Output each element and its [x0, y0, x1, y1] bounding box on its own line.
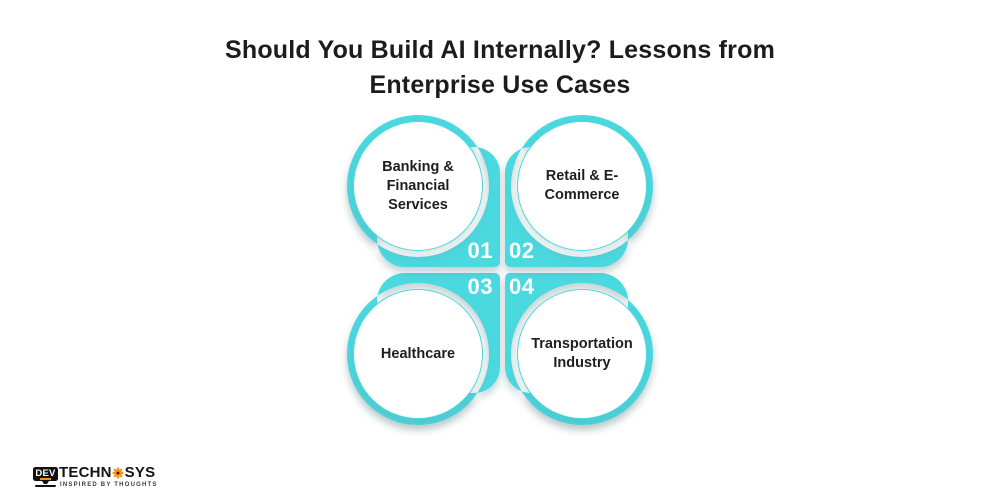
logo-tagline: INSPIRED BY THOUGHTS	[60, 481, 158, 488]
quadrant-number-03: 03	[467, 274, 493, 299]
logo-sys-text: SYS	[124, 464, 156, 481]
brand-logo: DEV TECHN SYS INSPIRED BY THOUGHTS	[33, 465, 156, 489]
circle-label: Banking & Financial Services	[382, 158, 454, 213]
circle-healthcare: Healthcare	[353, 289, 483, 419]
logo-wordmark: TECHN SYS	[59, 464, 156, 481]
circle-transportation-industry: Transportation Industry	[517, 289, 647, 419]
logo-dev-underline	[40, 478, 51, 480]
quadrant-number-01: 01	[467, 238, 493, 263]
gear-icon	[112, 467, 124, 479]
page-title: Should You Build AI Internally? Lessons …	[224, 36, 776, 99]
circle-label: Healthcare	[380, 345, 456, 362]
monitor-base	[35, 484, 56, 487]
logo-techn-text: TECHN	[59, 464, 112, 481]
quadrant-number-02: 02	[509, 238, 535, 263]
circle-banking-financial-services: Banking & Financial Services	[353, 121, 483, 251]
circle-label: Retail & E- Commerce	[544, 168, 620, 203]
quadrant-number-04: 04	[509, 274, 535, 299]
monitor-stand	[42, 481, 49, 484]
logo-dev-text: DEV	[35, 467, 56, 479]
circle-label: Transportation Industry	[531, 336, 633, 371]
circle-retail-ecommerce: Retail & E- Commerce	[517, 121, 647, 251]
monitor-icon: DEV	[33, 467, 58, 481]
